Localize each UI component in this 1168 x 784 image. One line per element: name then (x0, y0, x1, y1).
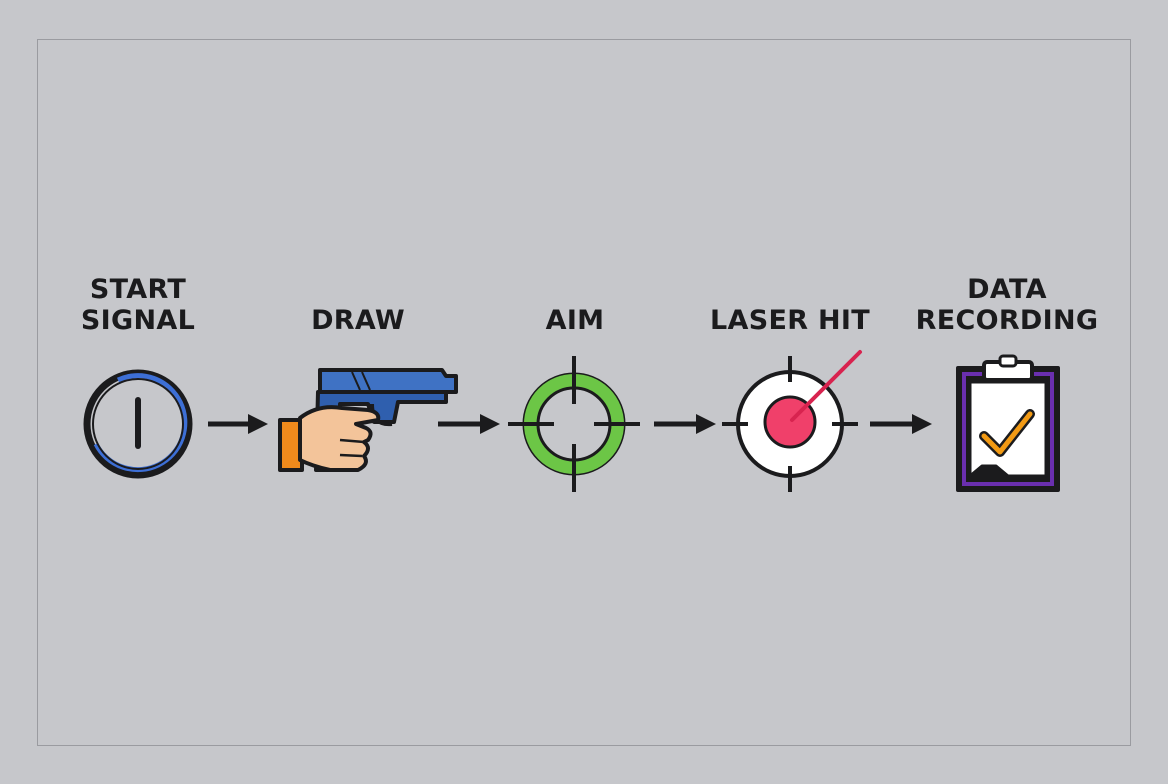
laser-target-icon (722, 350, 862, 492)
step-label-line: DATA (967, 274, 1047, 305)
step-label-laser-hit: LASER HIT (680, 305, 900, 336)
power-icon (83, 369, 193, 479)
step-label-line: START (89, 274, 187, 305)
step-label-line: LASER HIT (710, 305, 870, 336)
step-label-line: AIM (545, 305, 605, 336)
clipboard-check-icon (956, 354, 1060, 492)
diagram-frame (37, 39, 1131, 746)
step-label-start-signal: START SIGNAL (28, 274, 248, 336)
step-label-line: DRAW (311, 305, 405, 336)
step-label-data-recording: DATA RECORDING (897, 274, 1117, 336)
step-label-draw: DRAW (248, 305, 468, 336)
step-label-aim: AIM (465, 305, 685, 336)
green-crosshair-icon (508, 356, 640, 492)
step-label-line: RECORDING (915, 305, 1099, 336)
pistol-hand-icon (278, 368, 458, 472)
step-label-line: SIGNAL (80, 305, 196, 336)
